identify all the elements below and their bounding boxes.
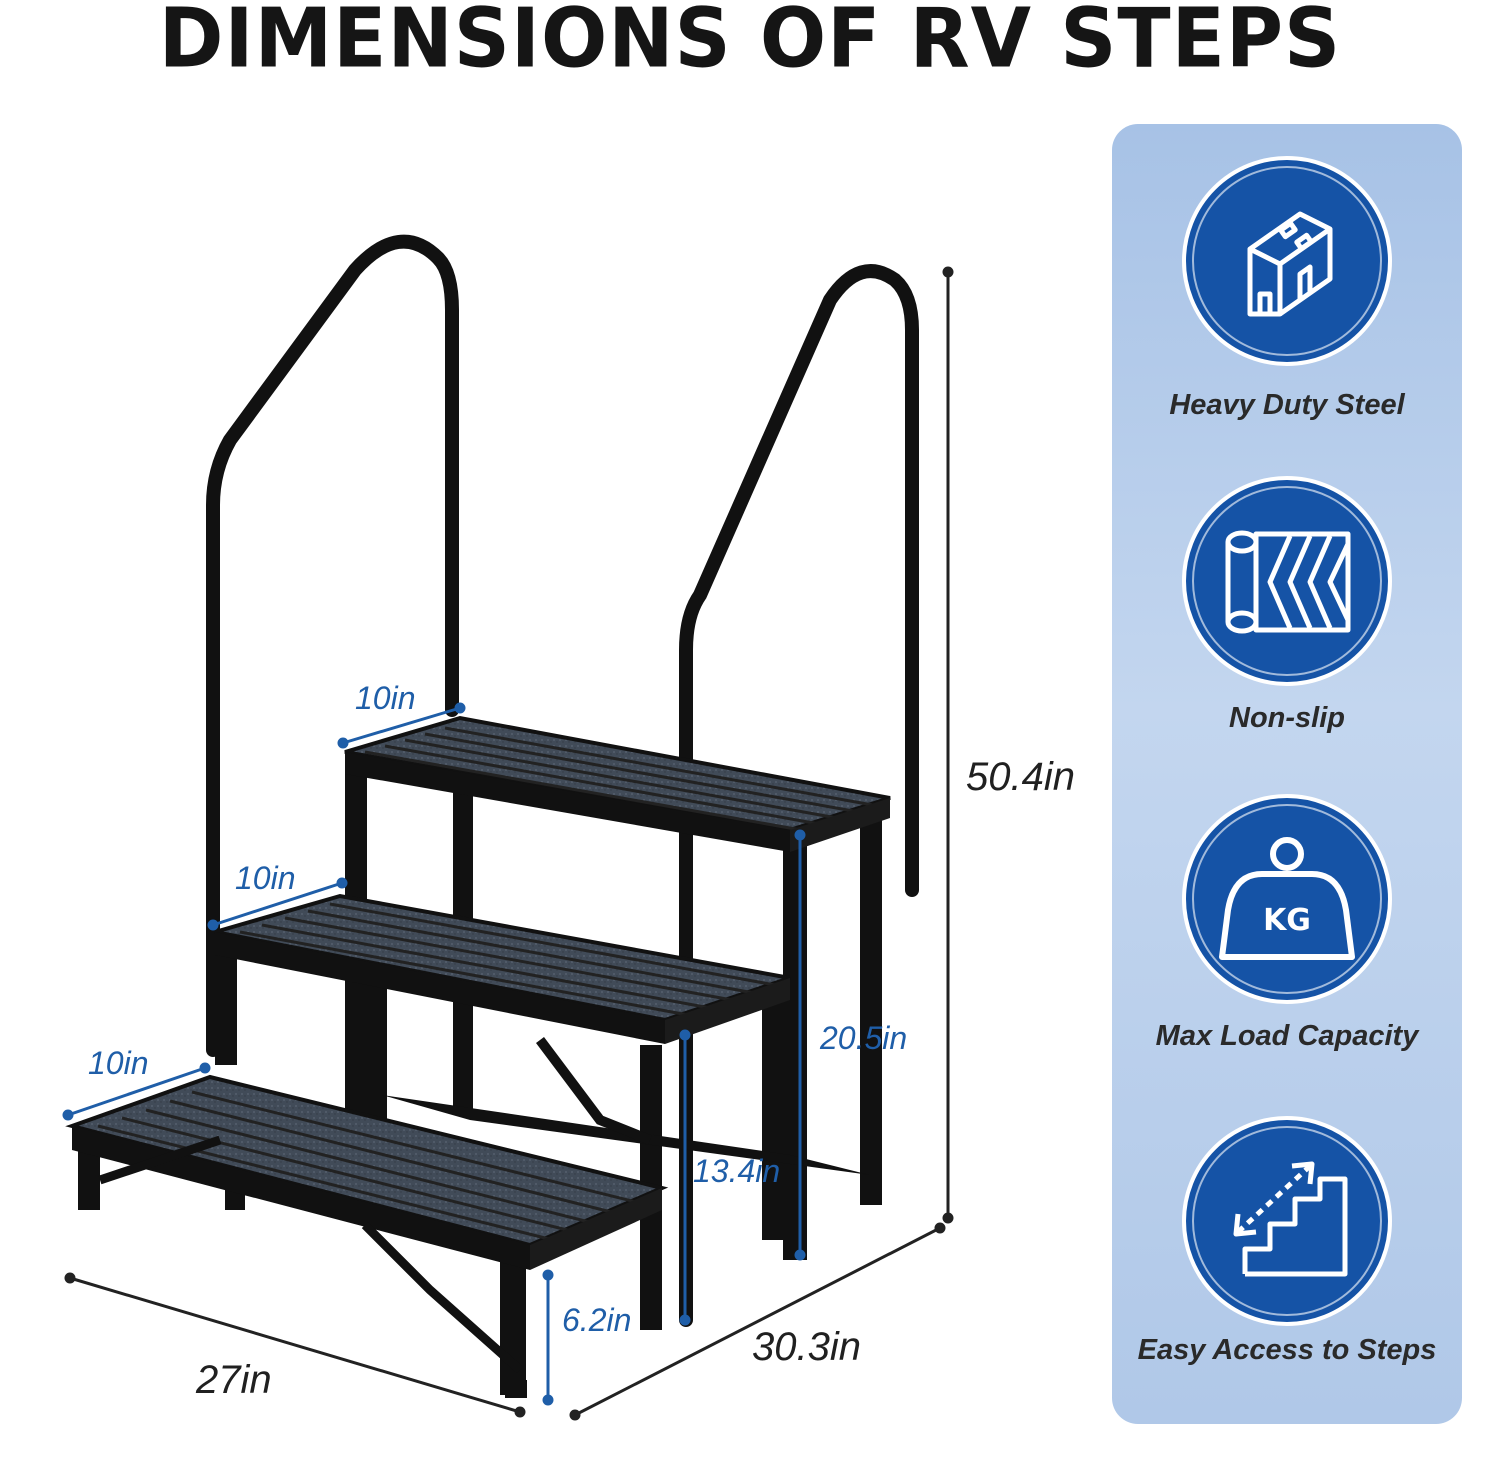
length-label: 30.3in (752, 1325, 861, 1369)
feature-label-easy-access: Easy Access to Steps (1137, 1334, 1437, 1366)
steel-beam-icon (1180, 154, 1394, 368)
feature-label-non-slip: Non-slip (1229, 702, 1345, 734)
top-step-height-label: 20.5in (820, 1020, 908, 1056)
left-handrail (206, 234, 459, 1057)
middle-depth-label: 10in (235, 860, 296, 896)
bottom-step (65, 1074, 669, 1398)
kg-weight-icon: KG (1180, 792, 1394, 1006)
kg-badge-text: KG (1263, 903, 1311, 938)
features-panel: Heavy Duty Steel Non-slip (1112, 124, 1462, 1424)
right-handrail (679, 264, 919, 1327)
width-label: 27in (196, 1358, 272, 1402)
feature-label-max-load: Max Load Capacity (1155, 1020, 1419, 1052)
page-title: DIMENSIONS OF RV STEPS (158, 0, 1342, 87)
middle-step-height-label: 13.4in (693, 1153, 781, 1189)
bottom-step-height-label: 6.2in (562, 1302, 632, 1338)
stairs-arrow-icon (1180, 1114, 1394, 1328)
rv-steps-illustration (62, 234, 954, 1421)
feature-label-heavy-duty-steel: Heavy Duty Steel (1169, 389, 1405, 421)
top-depth-label: 10in (355, 680, 416, 716)
middle-step (214, 893, 870, 1255)
textured-roll-icon (1180, 474, 1394, 688)
bottom-depth-label: 10in (88, 1045, 149, 1081)
total-height-label: 50.4in (966, 755, 1075, 799)
